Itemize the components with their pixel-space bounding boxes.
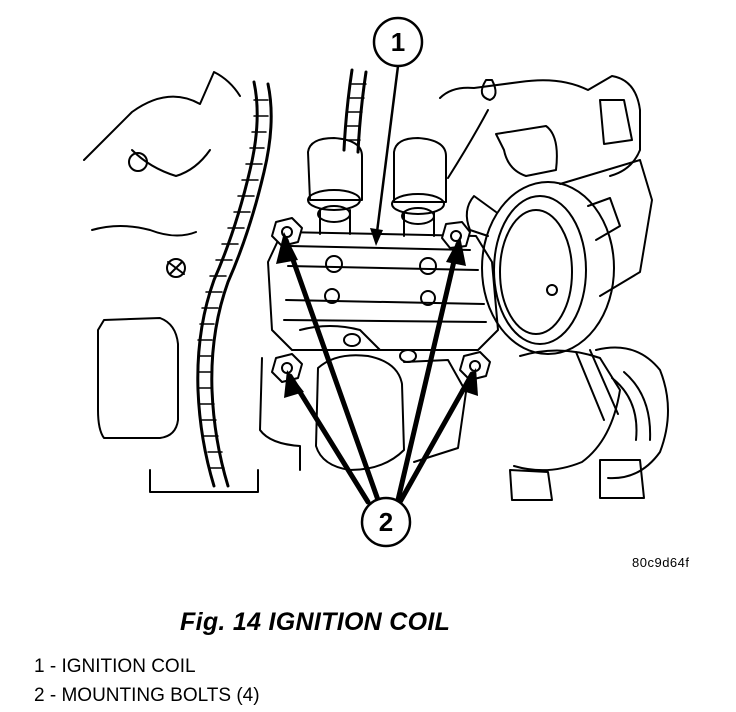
harness-left (196, 80, 259, 488)
engine-outline-left-lower (91, 225, 197, 237)
legend: 1 - IGNITION COIL 2 - MOUNTING BOLTS (4) (34, 652, 260, 710)
legend-separator: - (44, 656, 62, 677)
legend-item: 2 - MOUNTING BOLTS (4) (34, 681, 260, 710)
image-code: 80c9d64f (632, 555, 690, 570)
coil-tower-right (393, 137, 447, 203)
engine-illustration: 1 2 (83, 16, 669, 548)
figure-caption: Fig. 14 IGNITION COIL (180, 608, 451, 636)
callout-1-label: 1 (391, 27, 405, 57)
coil-tower-left (307, 137, 363, 201)
legend-text: MOUNTING BOLTS (4) (61, 685, 260, 706)
throttle-body-inner (493, 195, 587, 345)
engine-outline-left (83, 71, 241, 161)
mounting-bolt (459, 351, 491, 381)
legend-item: 1 - IGNITION COIL (34, 652, 260, 681)
mounting-bolt (441, 221, 471, 249)
legend-separator: - (44, 685, 62, 706)
legend-number: 1 (34, 656, 45, 677)
legend-number: 2 (34, 685, 45, 706)
throttle-body-outer (481, 181, 615, 355)
legend-text: IGNITION COIL (61, 656, 196, 677)
coil-body (267, 231, 499, 351)
mounting-bolt (271, 217, 303, 247)
callout-2-label: 2 (379, 507, 393, 537)
